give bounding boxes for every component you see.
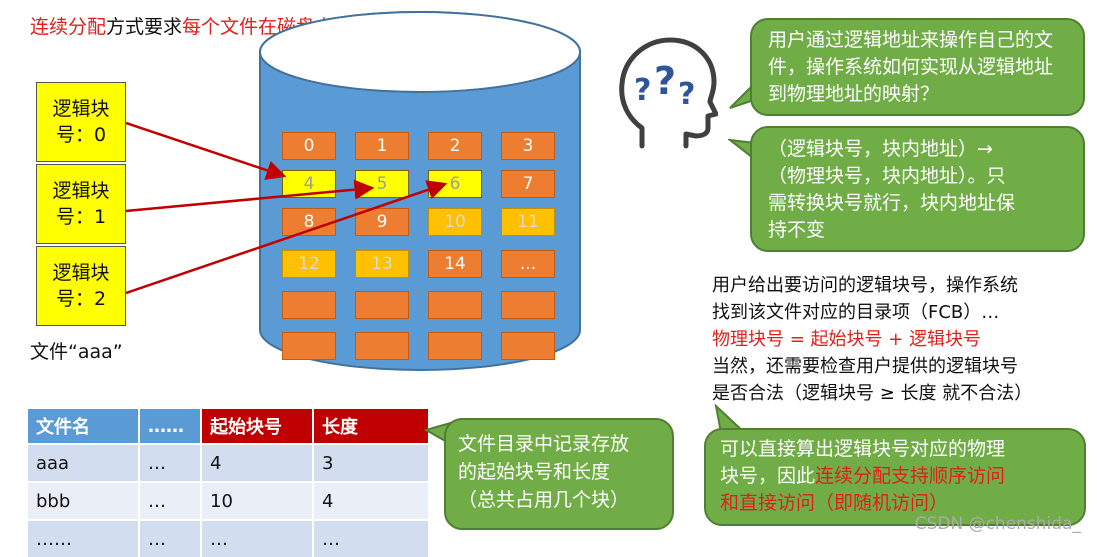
bubble-directory-line: 文件目录中记录存放 [458, 433, 630, 455]
header-length: 长度 [313, 409, 430, 444]
disk-block-22 [428, 332, 482, 360]
disk-block-1: 1 [355, 132, 409, 160]
disk-block-18 [428, 291, 482, 319]
bubble-access-highlight: 和直接访问（即随机访问） [720, 492, 949, 514]
logical-block-0: 逻辑块 号：0 [36, 82, 126, 162]
cell-filename: aaa [28, 443, 140, 482]
header-start-block: 起始块号 [201, 409, 314, 444]
disk-block-8: 8 [282, 208, 336, 236]
bubble-access: 可以直接算出逻辑块号对应的物理 块号，因此连续分配支持顺序访问 和直接访问（即随… [704, 428, 1086, 526]
bubble-answer-line: （逻辑块号，块内地址）→ [768, 138, 993, 160]
disk-block-2: 2 [428, 132, 482, 160]
disk-block-21 [355, 332, 409, 360]
logical-block-1: 逻辑块 号：1 [36, 164, 126, 244]
disk-block-3: 3 [501, 132, 555, 160]
table-row: …… … … … [28, 519, 430, 557]
bubble-access-line: 块号，因此 [720, 465, 816, 487]
explanation-line: 找到该文件对应的目录项（FCB）… [712, 302, 1000, 323]
disk-block-4: 4 [282, 170, 336, 198]
directory-table: 文件名 …… 起始块号 长度 aaa … 4 3 bbb … 10 4 …… …… [28, 409, 430, 557]
disk-block-20 [282, 332, 336, 360]
svg-text:?: ? [634, 73, 651, 108]
bubble-answer-line: （物理块号，块内地址）。只 [768, 165, 1006, 187]
disk-block-23 [501, 332, 555, 360]
logical-block-number: 号：2 [55, 288, 107, 310]
watermark: CSDN @chenshida_ [914, 514, 1081, 534]
cell-ellipsis: … [139, 481, 202, 520]
file-label: 文件“aaa” [30, 341, 123, 363]
explanation-line: 用户给出要访问的逻辑块号，操作系统 [712, 275, 1018, 296]
disk-block-6: 6 [428, 170, 482, 198]
disk-block-9: 9 [355, 208, 409, 236]
explanation-formula: 物理块号 = 起始块号 + 逻辑块号 [712, 329, 982, 350]
bubble-answer: （逻辑块号，块内地址）→ （物理块号，块内地址）。只 需转换块号就行，块内地址保… [750, 126, 1085, 252]
cell-ellipsis: … [139, 443, 202, 482]
bubble-access-line: 可以直接算出逻辑块号对应的物理 [720, 438, 1006, 460]
cell-length: … [313, 519, 430, 557]
table-row: bbb … 10 4 [28, 481, 430, 520]
bubble-access-highlight: 连续分配支持顺序访问 [815, 465, 1006, 487]
logical-block-2: 逻辑块 号：2 [36, 246, 126, 326]
cell-ellipsis: … [139, 519, 202, 557]
disk-block-15: ... [501, 250, 555, 278]
head-question-icon: ? ? ? [619, 37, 718, 149]
svg-text:?: ? [654, 59, 676, 103]
bubble-directory: 文件目录中记录存放 的起始块号和长度 （总共占用几个块） [444, 418, 674, 530]
disk-block-5: 5 [355, 170, 409, 198]
explanation: 用户给出要访问的逻辑块号，操作系统 找到该文件对应的目录项（FCB）… 物理块号… [712, 272, 1097, 407]
header-ellipsis: …… [139, 409, 202, 444]
disk-block-19 [501, 291, 555, 319]
disk-block-17 [355, 291, 409, 319]
disk-block-13: 13 [355, 250, 409, 278]
explanation-line: 是否合法（逻辑块号 ≥ 长度 就不合法） [712, 383, 1033, 404]
header-filename: 文件名 [28, 409, 140, 444]
explanation-line: 当然，还需要检查用户提供的逻辑块号 [712, 356, 1018, 377]
logical-block-number: 号：1 [55, 206, 107, 228]
cell-start-block: 10 [201, 481, 314, 520]
bubble-directory-line: 的起始块号和长度 [458, 461, 611, 483]
title-term: 连续分配 [30, 16, 107, 38]
cell-filename: bbb [28, 481, 140, 520]
logical-block-label: 逻辑块 [52, 98, 110, 120]
cell-length: 3 [313, 443, 430, 482]
svg-text:?: ? [678, 77, 695, 112]
disk-block-12: 12 [282, 250, 336, 278]
disk-block-16 [282, 291, 336, 319]
logical-block-label: 逻辑块 [52, 262, 110, 284]
bubble-question: 用户通过逻辑地址来操作自己的文件，操作系统如何实现从逻辑地址到物理地址的映射？ [750, 18, 1085, 116]
cell-start-block: … [201, 519, 314, 557]
bubble-answer-line: 持不变 [768, 219, 826, 241]
cell-length: 4 [313, 481, 430, 520]
disk-block-10: 10 [428, 208, 482, 236]
bubble-answer-line: 需转换块号就行，块内地址保 [768, 192, 1016, 214]
cell-start-block: 4 [201, 443, 314, 482]
bubble-directory-line: （总共占用几个块） [458, 489, 630, 511]
disk-block-7: 7 [501, 170, 555, 198]
title-middle: 方式要求 [106, 16, 183, 38]
table-row: aaa … 4 3 [28, 443, 430, 482]
disk-block-0: 0 [282, 132, 336, 160]
cell-filename: …… [28, 519, 140, 557]
logical-block-number: 号：0 [55, 124, 107, 146]
disk-block-14: 14 [428, 250, 482, 278]
logical-block-label: 逻辑块 [52, 180, 110, 202]
disk-block-11: 11 [501, 208, 555, 236]
